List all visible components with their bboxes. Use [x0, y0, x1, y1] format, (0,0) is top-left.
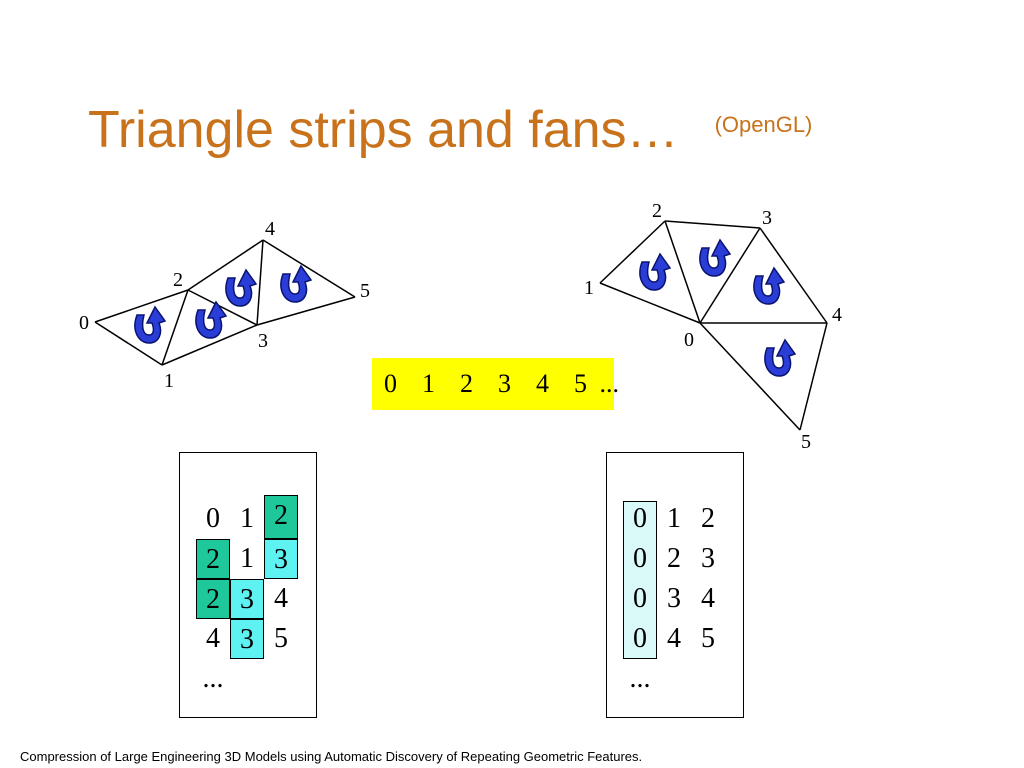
- strip-cell: 3: [264, 539, 298, 579]
- fan-shared-vertex-highlight: [623, 501, 657, 659]
- strip-cell: 4: [206, 623, 220, 654]
- fan-vertex-label: 1: [584, 277, 594, 299]
- curl-arrow-icon: [134, 306, 166, 344]
- strip-cell: 1: [240, 543, 254, 574]
- fan-vertex-label: 5: [801, 431, 811, 453]
- curl-arrow-icon: [225, 269, 257, 307]
- strip-vertex-label: 1: [164, 370, 174, 392]
- strip-vertex-label: 2: [173, 269, 183, 291]
- strip-cell: 2: [196, 579, 230, 619]
- fan-cell: 5: [701, 623, 715, 654]
- fan-vertex-label: 3: [762, 207, 772, 229]
- slide-title: Triangle strips and fans… (OpenGL): [88, 100, 812, 160]
- fan-cell: 0: [633, 543, 647, 574]
- strip-cell: 3: [230, 579, 264, 619]
- fan-cell: 4: [667, 623, 681, 654]
- fan-vertex-label: 2: [652, 200, 662, 222]
- strip-cell: 4: [274, 583, 288, 614]
- strip-edges: [94, 239, 356, 366]
- curl-arrow-icon: [699, 239, 731, 277]
- fan-table: 0 1 2 0 2 3 0 3 4 0 4 5 ...: [606, 452, 744, 718]
- fan-cell: 4: [701, 583, 715, 614]
- fan-diagram: 0 1 2 3 4 5: [584, 200, 842, 453]
- fan-cell: 0: [633, 503, 647, 534]
- curl-arrow-icon: [280, 265, 312, 303]
- strip-cell: 2: [264, 495, 298, 539]
- strip-cell: 3: [230, 619, 264, 659]
- strip-ellipsis: ...: [202, 663, 224, 694]
- fan-cell: 0: [633, 583, 647, 614]
- title-sub: (OpenGL): [714, 112, 813, 138]
- strip-cell: 2: [196, 539, 230, 579]
- strip-vertex-label: 0: [79, 312, 89, 334]
- strip-diagram: 0 1 2 3 4 5: [79, 218, 370, 392]
- fan-cell: 0: [633, 623, 647, 654]
- fan-edges: [599, 220, 828, 431]
- strip-cell: 0: [206, 503, 220, 534]
- title-main: Triangle strips and fans…: [88, 101, 679, 159]
- fan-cell: 3: [667, 583, 681, 614]
- fan-cell: 3: [701, 543, 715, 574]
- vertex-sequence: 0 1 2 3 4 5 ...: [372, 358, 619, 410]
- fan-vertex-label: 4: [832, 304, 842, 326]
- footer-caption: Compression of Large Engineering 3D Mode…: [20, 749, 643, 764]
- curl-arrow-icon: [764, 339, 796, 377]
- strip-vertex-label: 3: [258, 330, 268, 352]
- curl-arrow-icon: [753, 267, 785, 305]
- fan-cell: 2: [667, 543, 681, 574]
- fan-ellipsis: ...: [629, 663, 651, 694]
- strip-vertex-label: 5: [360, 280, 370, 302]
- fan-cell: 2: [701, 503, 715, 534]
- fan-cell: 1: [667, 503, 681, 534]
- strip-cell: 1: [240, 503, 254, 534]
- strip-vertex-label: 4: [265, 218, 275, 240]
- strip-cell: 5: [274, 623, 288, 654]
- strip-table: 0 1 2 2 1 3 2 3 4 4 3 5 ...: [179, 452, 317, 718]
- curl-arrow-icon: [639, 253, 671, 291]
- fan-vertex-label: 0: [684, 329, 694, 351]
